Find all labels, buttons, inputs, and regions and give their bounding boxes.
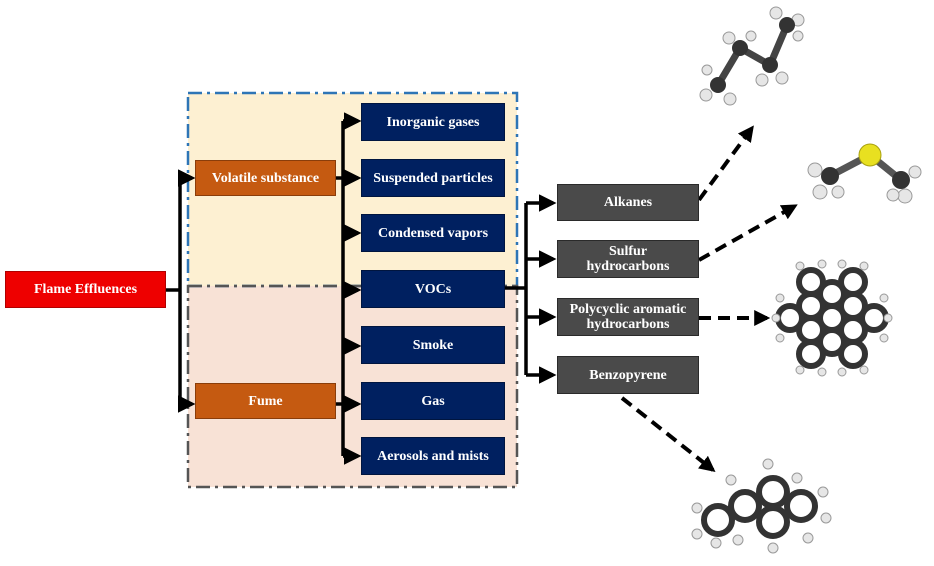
- component-label: VOCs: [414, 281, 452, 297]
- component-label: Smoke: [412, 337, 454, 353]
- volatile-substance-label: Volatile substance: [211, 170, 320, 186]
- vocs-box: VOCs: [361, 270, 505, 308]
- smoke-box: Smoke: [361, 326, 505, 364]
- polycyclic-aromatic-hydrocarbons-box: Polycyclic aromatic hydrocarbons: [557, 298, 699, 336]
- component-label: Gas: [421, 393, 445, 409]
- dimethyl-sulfide-molecule-icon: [807, 143, 922, 204]
- component-label: Condensed vapors: [377, 225, 489, 241]
- alkanes-box: Alkanes: [557, 184, 699, 221]
- voc-type-label: Polycyclic aromatic hydrocarbons: [569, 302, 687, 332]
- gas-box: Gas: [361, 382, 505, 420]
- component-label: Inorganic gases: [386, 114, 480, 130]
- inorganic-gases-box: Inorganic gases: [361, 103, 505, 141]
- voc-type-label: Sulfur hydrocarbons: [586, 244, 670, 274]
- butane-molecule-icon: [699, 6, 805, 106]
- aerosols-and-mists-box: Aerosols and mists: [361, 437, 505, 475]
- component-label: Aerosols and mists: [377, 448, 489, 464]
- fume-label: Fume: [248, 393, 283, 409]
- condensed-vapors-box: Condensed vapors: [361, 214, 505, 252]
- suspended-particles-box: Suspended particles: [361, 159, 505, 197]
- voc-type-label: Benzopyrene: [589, 367, 667, 383]
- voc-type-label: Alkanes: [603, 195, 653, 210]
- flame-effluences-label: Flame Effluences: [33, 282, 138, 297]
- volatile-substance-box: Volatile substance: [195, 160, 336, 196]
- fume-box: Fume: [195, 383, 336, 419]
- benzopyrene-box: Benzopyrene: [557, 356, 699, 394]
- coronene-molecule-icon: [771, 259, 893, 377]
- component-label: Suspended particles: [373, 170, 493, 186]
- sulfur-hydrocarbons-box: Sulfur hydrocarbons: [557, 240, 699, 278]
- flame-effluences-box: Flame Effluences: [5, 271, 166, 308]
- benzopyrene-molecule-icon: [691, 458, 832, 554]
